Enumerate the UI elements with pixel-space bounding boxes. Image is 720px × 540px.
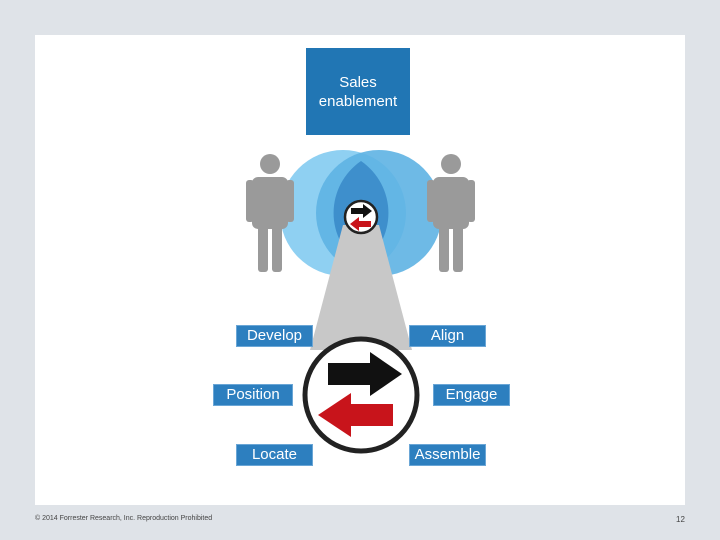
label-locate: Locate [236, 444, 313, 466]
label-develop: Develop [236, 325, 313, 347]
person-right-icon [427, 154, 475, 272]
label-position: Position [213, 384, 293, 406]
label-align: Align [409, 325, 486, 347]
label-assemble: Assemble [409, 444, 486, 466]
footer-copyright: © 2014 Forrester Research, Inc. Reproduc… [35, 515, 213, 522]
sales-enablement-box: Sales enablement [306, 48, 410, 135]
label-engage: Engage [433, 384, 510, 406]
footer-page-number: 12 [676, 515, 685, 524]
small-exchange-icon [343, 199, 379, 235]
person-left-icon [246, 154, 294, 272]
funnel-beam [310, 225, 412, 350]
large-exchange-icon [302, 336, 420, 454]
